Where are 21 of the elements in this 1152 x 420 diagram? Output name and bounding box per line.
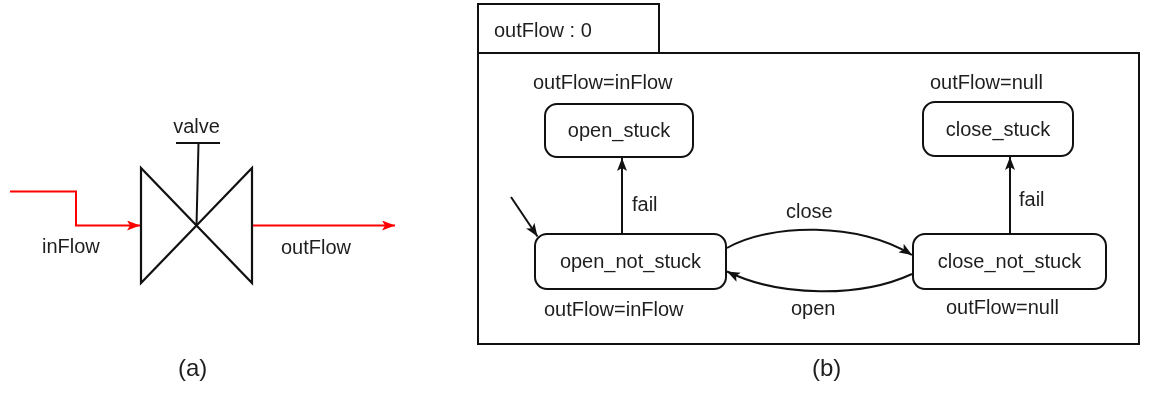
initial-arrow (510, 196, 539, 238)
transition-arrow (1005, 156, 1015, 234)
frame-title: outFlow : 0 (494, 19, 592, 42)
state-annotation: outFlow=inFlow (533, 71, 673, 94)
transition-arrow (617, 157, 627, 234)
valve-label: valve (173, 115, 220, 138)
subfigure-label: (a) (178, 354, 208, 382)
transition-arrow (726, 228, 913, 256)
state-box: open_not_stuck (534, 233, 727, 290)
state-annotation: outFlow=null (930, 71, 1043, 94)
flow-arrow (9, 190, 141, 231)
state-box: close_not_stuck (912, 233, 1107, 290)
package-frame (477, 3, 1140, 345)
state-annotation: outFlow=null (946, 296, 1059, 319)
transition-arrow (726, 270, 913, 293)
flow-arrow (252, 220, 396, 231)
state-box: close_stuck (922, 101, 1074, 157)
state-annotation: outFlow=inFlow (544, 298, 684, 321)
valve-symbol (140, 115, 253, 283)
subfigure-label: (b) (812, 354, 842, 382)
state-box: open_stuck (544, 103, 694, 158)
